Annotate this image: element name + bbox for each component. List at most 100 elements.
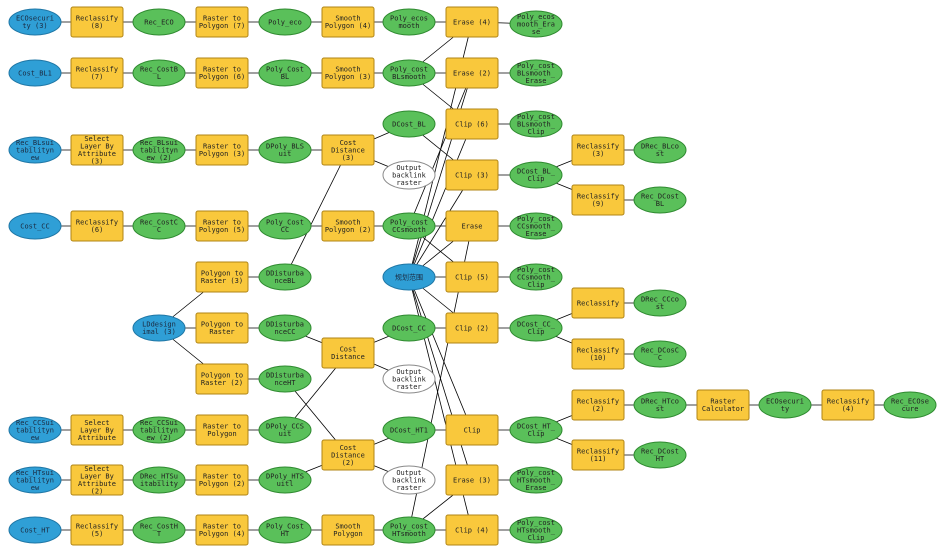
node-shape-drec_htsuit	[132, 466, 186, 494]
node-clip4[interactable]: Clip (4)	[445, 514, 499, 546]
node-erase[interactable]: Erase	[445, 210, 499, 242]
node-rc3[interactable]: Reclassify(3)	[571, 134, 625, 166]
node-dcost_ht[interactable]: DCost_HT1	[382, 416, 436, 444]
node-rc7[interactable]: Reclassify(7)	[70, 57, 124, 89]
node-rc5[interactable]: Reclassify(5)	[70, 514, 124, 546]
node-plan[interactable]: 规划范围	[382, 263, 436, 291]
node-rc11[interactable]: Reclassify(11)	[571, 439, 625, 471]
node-dcost_cc[interactable]: DCost_CC	[382, 314, 436, 342]
node-rc4[interactable]: Reclassify(4)	[821, 389, 875, 421]
node-clip2[interactable]: Clip (2)	[445, 312, 499, 344]
node-rc9[interactable]: Reclassify(9)	[571, 184, 625, 216]
node-dcost_cc_clip[interactable]: DCost_CC_Clip	[509, 314, 563, 342]
node-clip5[interactable]: Clip (5)	[445, 261, 499, 293]
node-rc8[interactable]: Reclassify(8)	[70, 6, 124, 38]
node-erase4[interactable]: Erase (4)	[445, 6, 499, 38]
node-poly_eco[interactable]: Poly_eco	[258, 8, 312, 36]
node-clip6[interactable]: Clip (6)	[445, 108, 499, 140]
node-dcost_bl_clip[interactable]: DCost_BL_Clip	[509, 161, 563, 189]
node-dcost_ht_clip[interactable]: DCost_HT_Clip	[509, 416, 563, 444]
node-erase3[interactable]: Erase (3)	[445, 464, 499, 496]
node-in_costht[interactable]: Cost_HT	[8, 516, 62, 544]
node-dcost_bl[interactable]: DCost_BL	[382, 110, 436, 138]
node-rc_cc[interactable]: Reclassify	[571, 287, 625, 319]
node-rc6[interactable]: Reclassify(6)	[70, 210, 124, 242]
node-rc2[interactable]: Reclassify(2)	[571, 389, 625, 421]
node-erase2[interactable]: Erase (2)	[445, 57, 499, 89]
node-in_costcc[interactable]: Cost_CC	[8, 212, 62, 240]
node-clip[interactable]: Clip	[445, 414, 499, 446]
node-shape-in_eco	[8, 8, 62, 36]
node-rc10[interactable]: Reclassify(10)	[571, 338, 625, 370]
node-clip3[interactable]: Clip (3)	[445, 159, 499, 191]
node-in_costbl[interactable]: Cost_BL1	[8, 59, 62, 87]
node-rec_eco[interactable]: Rec_ECO	[132, 8, 186, 36]
